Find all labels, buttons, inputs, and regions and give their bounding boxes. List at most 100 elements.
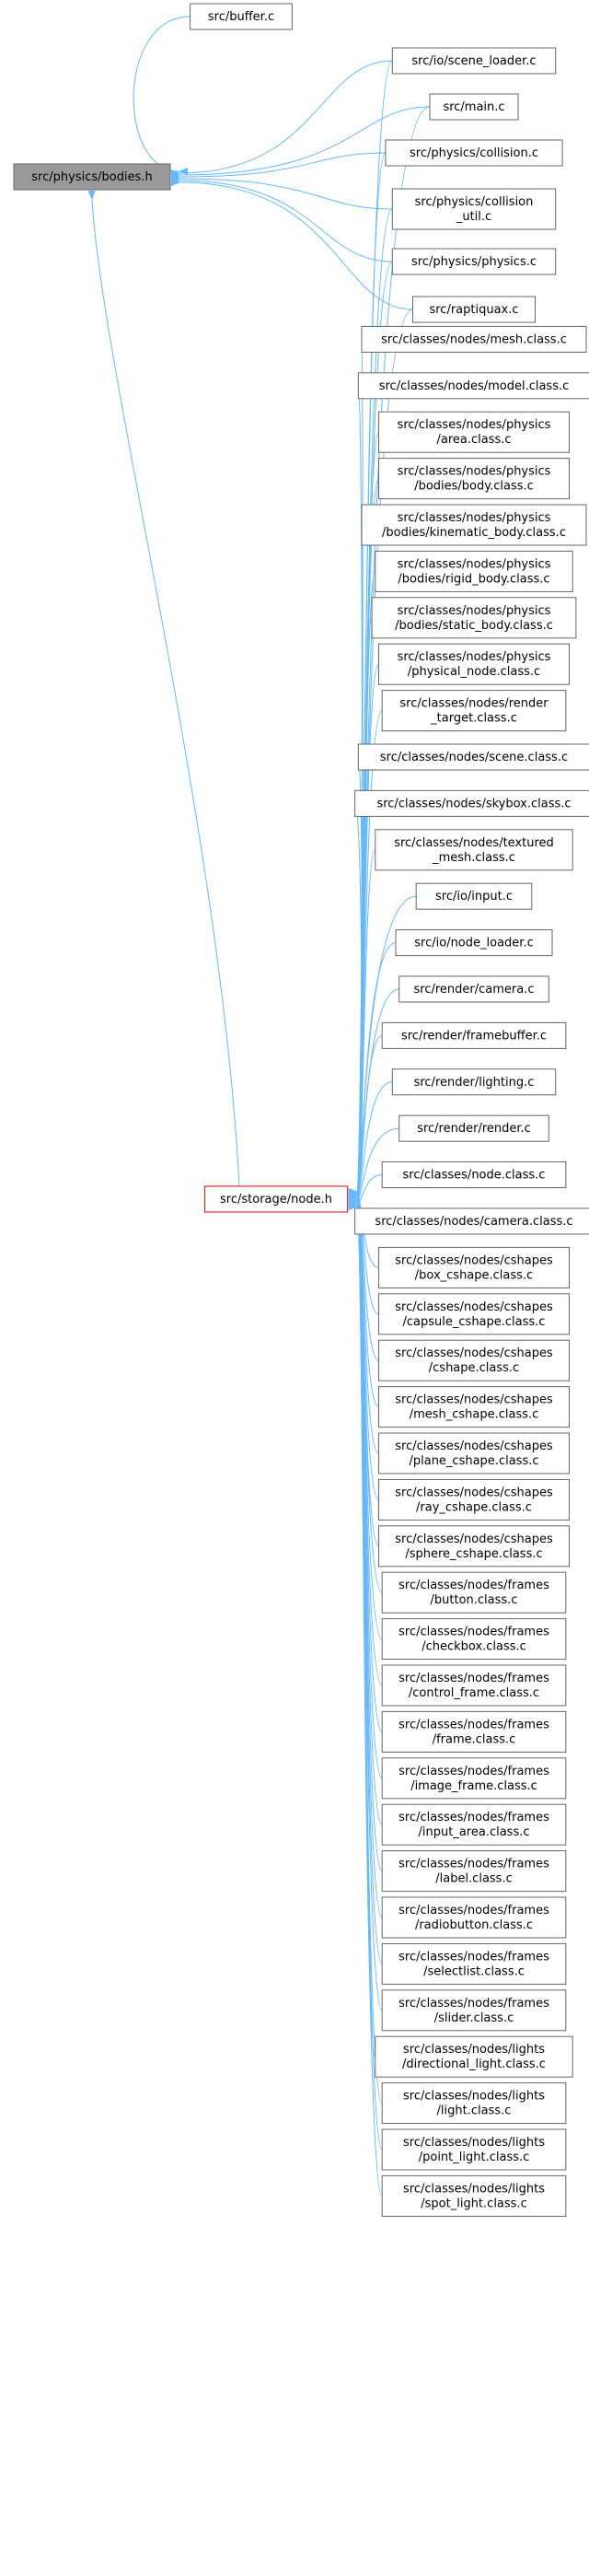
node-src-io-scene-loader-c[interactable]: src/io/scene_loader.c	[391, 47, 557, 75]
node-storage-node-h[interactable]: src/storage/node.h	[203, 1185, 349, 1213]
node-label: /input_area.class.c	[419, 1825, 530, 1839]
node-src-classes-nodes-physics-bodies-kinematic-body-class-c[interactable]: src/classes/nodes/physics/bodies/kinemat…	[361, 504, 587, 546]
node-box	[190, 3, 293, 30]
node-box	[378, 1432, 570, 1474]
node-src-classes-nodes-frames-selectlist-class-c[interactable]: src/classes/nodes/frames/selectlist.clas…	[381, 1942, 567, 1985]
node-label: src/raptiquax.c	[429, 303, 518, 317]
node-src-classes-nodes-physics-bodies-body-class-c[interactable]: src/classes/nodes/physics/bodies/body.cl…	[378, 458, 570, 500]
node-src-classes-nodes-frames-slider-class-c[interactable]: src/classes/nodes/frames/slider.class.c	[381, 1989, 567, 2032]
node-label: src/classes/nodes/model.class.c	[379, 379, 570, 393]
node-src-classes-nodes-lights-light-class-c[interactable]: src/classes/nodes/lights/light.class.c	[381, 2082, 567, 2125]
node-src-render-framebuffer-c[interactable]: src/render/framebuffer.c	[381, 1021, 567, 1049]
node-src-classes-nodes-physics-bodies-static-body-class-c[interactable]: src/classes/nodes/physics/bodies/static_…	[371, 597, 577, 639]
node-src-physics-collision-c[interactable]: src/physics/collision.c	[385, 139, 563, 167]
node-label: src/render/framebuffer.c	[401, 1029, 547, 1043]
edge-to-bodies-h	[170, 178, 413, 310]
node-label: src/classes/nodes/frames	[398, 1672, 549, 1685]
node-layer: src/physics/bodies.hsrc/storage/node.hsr…	[13, 3, 589, 2217]
node-label: src/classes/nodes/cshapes	[395, 1253, 553, 1267]
node-src-render-camera-c[interactable]: src/render/camera.c	[398, 975, 549, 1003]
node-src-render-render-c[interactable]: src/render/render.c	[398, 1114, 549, 1142]
node-label: src/classes/nodes/lights	[403, 2136, 545, 2150]
node-src-classes-nodes-frames-frame-class-c[interactable]: src/classes/nodes/frames/frame.class.c	[381, 1710, 567, 1753]
node-label: _util.c	[456, 210, 491, 224]
node-label: src/classes/nodes/physics	[398, 604, 551, 618]
node-src-render-lighting-c[interactable]: src/render/lighting.c	[391, 1068, 557, 1096]
node-label: src/io/input.c	[435, 890, 513, 903]
node-src-classes-nodes-frames-checkbox-class-c[interactable]: src/classes/nodes/frames/checkbox.class.…	[381, 1618, 567, 1661]
node-src-io-node-loader-c[interactable]: src/io/node_loader.c	[395, 929, 553, 957]
node-box	[381, 2174, 567, 2217]
node-focus-bodies-h[interactable]: src/physics/bodies.h	[13, 163, 171, 191]
node-src-classes-nodes-cshapes-plane-cshape-class-c[interactable]: src/classes/nodes/cshapes/plane_cshape.c…	[378, 1432, 570, 1474]
node-src-classes-nodes-frames-image-frame-class-c[interactable]: src/classes/nodes/frames/image_frame.cla…	[381, 1757, 567, 1800]
node-src-classes-nodes-frames-input-area-class-c[interactable]: src/classes/nodes/frames/input_area.clas…	[381, 1803, 567, 1846]
node-src-classes-nodes-lights-directional-light-class-c[interactable]: src/classes/nodes/lights/directional_lig…	[375, 2035, 573, 2078]
edge-to-node-h	[348, 1187, 379, 1315]
node-src-classes-nodes-frames-button-class-c[interactable]: src/classes/nodes/frames/button.class.c	[381, 1571, 567, 1614]
node-src-physics-collision-util-c[interactable]: src/physics/collision_util.c	[391, 188, 557, 230]
node-label: /area.class.c	[436, 433, 511, 447]
node-src-classes-nodes-mesh-class-c[interactable]: src/classes/nodes/mesh.class.c	[361, 325, 587, 353]
node-src-classes-nodes-cshapes-capsule-cshape-class-c[interactable]: src/classes/nodes/cshapes/capsule_cshape…	[378, 1293, 570, 1335]
node-label: /spot_light.class.c	[421, 2197, 526, 2210]
node-src-classes-nodes-physics-bodies-rigid-body-class-c[interactable]: src/classes/nodes/physics/bodies/rigid_b…	[375, 550, 573, 592]
node-label: src/classes/nodes/lights	[403, 2043, 545, 2057]
node-label: src/classes/nodes/frames	[398, 1718, 549, 1731]
node-src-classes-nodes-frames-control-frame-class-c[interactable]: src/classes/nodes/frames/control_frame.c…	[381, 1664, 567, 1707]
node-label: src/io/node_loader.c	[414, 937, 533, 950]
node-src-classes-nodes-frames-radiobutton-class-c[interactable]: src/classes/nodes/frames/radiobutton.cla…	[381, 1896, 567, 1939]
node-src-classes-nodes-cshapes-ray-cshape-class-c[interactable]: src/classes/nodes/cshapes/ray_cshape.cla…	[378, 1478, 570, 1521]
node-box	[378, 1386, 570, 1428]
node-box	[415, 882, 533, 910]
node-label: /ray_cshape.class.c	[416, 1500, 532, 1514]
node-label: /image_frame.class.c	[410, 1779, 537, 1793]
node-label: src/classes/nodes/cshapes	[395, 1393, 553, 1407]
node-box	[395, 929, 553, 957]
node-src-physics-physics-c[interactable]: src/physics/physics.c	[391, 248, 557, 275]
node-src-classes-nodes-scene-class-c[interactable]: src/classes/nodes/scene.class.c	[357, 743, 589, 771]
node-label: /capsule_cshape.class.c	[403, 1315, 546, 1329]
edge-to-bodies-h	[170, 176, 393, 262]
node-label: src/classes/nodes/physics	[398, 511, 551, 525]
node-label: /light.class.c	[437, 2104, 512, 2118]
node-src-classes-nodes-skybox-class-c[interactable]: src/classes/nodes/skybox.class.c	[354, 789, 589, 817]
node-src-classes-nodes-cshapes-cshape-class-c[interactable]: src/classes/nodes/cshapes/cshape.class.c	[378, 1339, 570, 1381]
node-src-classes-nodes-frames-label-class-c[interactable]: src/classes/nodes/frames/label.class.c	[381, 1850, 567, 1893]
node-box	[381, 1710, 567, 1753]
node-src-classes-nodes-lights-point-light-class-c[interactable]: src/classes/nodes/lights/point_light.cla…	[381, 2128, 567, 2171]
edge-to-bodies-h	[170, 60, 393, 178]
node-box	[354, 1207, 589, 1235]
node-box	[361, 504, 587, 546]
node-box	[375, 550, 573, 592]
node-box	[385, 139, 563, 167]
node-src-classes-node-class-c[interactable]: src/classes/node.class.c	[381, 1161, 567, 1189]
node-box	[378, 1246, 570, 1288]
node-label: src/physics/collision.c	[410, 146, 538, 160]
node-src-classes-nodes-model-class-c[interactable]: src/classes/nodes/model.class.c	[357, 372, 589, 400]
node-src-classes-nodes-textured-mesh-class-c[interactable]: src/classes/nodes/textured_mesh.class.c	[375, 829, 573, 871]
node-box	[381, 1664, 567, 1707]
node-label: src/classes/nodes/scene.class.c	[380, 751, 568, 764]
node-label: src/classes/nodes/cshapes	[395, 1300, 553, 1314]
node-label: /sphere_cshape.class.c	[405, 1547, 542, 1561]
node-label: /label.class.c	[435, 1872, 513, 1886]
node-src-classes-nodes-physics-physical-node-class-c[interactable]: src/classes/nodes/physics/physical_node.…	[378, 643, 570, 685]
node-src-classes-nodes-cshapes-sphere-cshape-class-c[interactable]: src/classes/nodes/cshapes/sphere_cshape.…	[378, 1525, 570, 1568]
node-src-main-c[interactable]: src/main.c	[429, 93, 519, 121]
node-src-classes-nodes-camera-class-c[interactable]: src/classes/nodes/camera.class.c	[354, 1207, 589, 1235]
node-src-classes-nodes-physics-area-class-c[interactable]: src/classes/nodes/physics/area.class.c	[378, 411, 570, 453]
node-label: src/classes/nodes/frames	[398, 1858, 549, 1871]
node-box	[412, 296, 536, 323]
node-src-classes-nodes-cshapes-mesh-cshape-class-c[interactable]: src/classes/nodes/cshapes/mesh_cshape.cl…	[378, 1386, 570, 1428]
node-src-classes-nodes-lights-spot-light-class-c[interactable]: src/classes/nodes/lights/spot_light.clas…	[381, 2174, 567, 2217]
node-src-raptiquax-c[interactable]: src/raptiquax.c	[412, 296, 536, 323]
node-label: src/render/lighting.c	[414, 1076, 535, 1090]
node-box	[391, 188, 557, 230]
node-src-buffer-c[interactable]: src/buffer.c	[190, 3, 293, 30]
node-src-classes-nodes-cshapes-box-cshape-class-c[interactable]: src/classes/nodes/cshapes/box_cshape.cla…	[378, 1246, 570, 1288]
node-src-classes-nodes-render-target-class-c[interactable]: src/classes/nodes/render_target.class.c	[381, 690, 567, 732]
node-src-io-input-c[interactable]: src/io/input.c	[415, 882, 533, 910]
node-label: src/classes/nodes/cshapes	[395, 1533, 553, 1546]
